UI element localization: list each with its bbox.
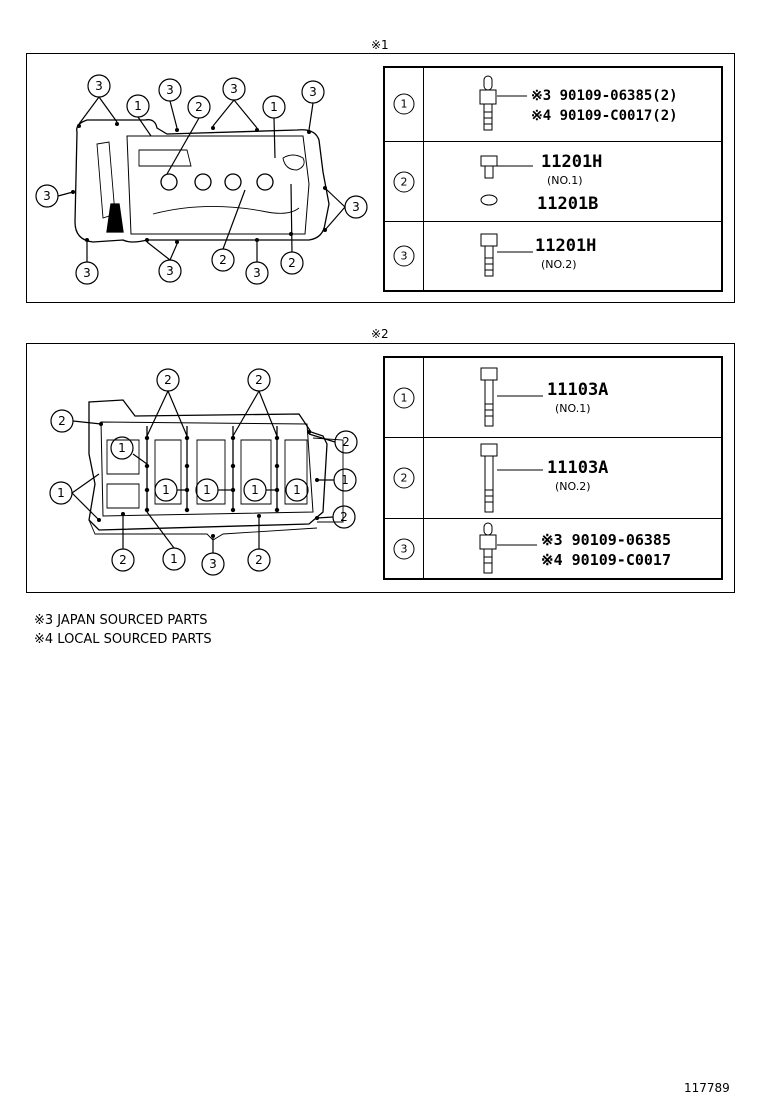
parts-table-1: 1 ※3 90109-06385(2) ※4 90109-C0017(2) 2	[383, 66, 723, 292]
table-row: 3 ※3 90109-06385 ※4 90109-C0017	[385, 518, 721, 578]
cylinder-head-drawing: 2 2 2 2 1 1 1 1 1 1 2 1 2 1 3 2	[49, 368, 358, 576]
callout-label: 2	[340, 510, 348, 524]
callout-label: 3	[230, 82, 238, 96]
callout-label: 3	[209, 557, 217, 571]
callout-label: 1	[170, 552, 178, 566]
part-number: 11103A	[547, 380, 609, 400]
part-number: ※3 90109-06385	[541, 531, 671, 549]
row-number: 1	[401, 392, 408, 405]
callout-label: 1	[203, 483, 211, 497]
callout-label: 3	[166, 83, 174, 97]
callout-label: 3	[352, 200, 360, 214]
callout-label: 2	[219, 253, 227, 267]
callout-label: 2	[195, 100, 203, 114]
callout-label: 3	[43, 189, 51, 203]
callout-label: 1	[251, 483, 259, 497]
part-subtitle: (NO.1)	[555, 402, 591, 415]
section-1-title: ※1	[371, 38, 389, 52]
parts-table-2: 1 11103A (NO.1) 2 11103A	[383, 356, 723, 580]
illustration-reference-number: 117789	[684, 1081, 730, 1095]
callout-label: 2	[164, 373, 172, 387]
callout-label: 2	[255, 373, 263, 387]
callout-label: 3	[83, 266, 91, 280]
callout-label: 2	[119, 553, 127, 567]
callout-label: 3	[166, 264, 174, 278]
section-1-panel: 3 1 3 2 3 1 3 3 3 3 2 3 2 3 1	[26, 53, 735, 303]
stud-bolt-icon	[479, 75, 497, 131]
callout-label: 1	[270, 100, 278, 114]
part-number: 11103A	[547, 458, 609, 478]
callout-label: 2	[58, 414, 66, 428]
table-row: 1 ※3 90109-06385(2) ※4 90109-C0017(2)	[385, 68, 721, 141]
row-number: 3	[401, 250, 408, 263]
part-number: 11201B	[537, 194, 599, 214]
table-row: 2 11201H (NO.1) 11201B	[385, 141, 721, 221]
part-subtitle: (NO.1)	[547, 174, 583, 187]
table-row: 1 11103A (NO.1)	[385, 358, 721, 437]
bolt-icon	[480, 233, 498, 277]
callout-label: 1	[57, 486, 65, 500]
washer-icon	[480, 194, 498, 206]
row-number: 1	[401, 98, 408, 111]
callout-label: 2	[255, 553, 263, 567]
callout-label: 1	[341, 473, 349, 487]
part-subtitle: (NO.2)	[555, 480, 591, 493]
part-number: ※4 90109-C0017(2)	[531, 108, 678, 124]
long-bolt-icon	[480, 443, 498, 513]
callout-label: 2	[342, 435, 350, 449]
part-number: ※4 90109-C0017	[541, 551, 671, 569]
note-japan-sourced: ※3 JAPAN SOURCED PARTS	[34, 613, 208, 628]
part-number: 11201H	[535, 236, 597, 256]
section-2-panel: 2 2 2 2 1 1 1 1 1 1 2 1 2 1 3 2 1	[26, 343, 735, 593]
callout-label: 1	[293, 483, 301, 497]
bolt-icon	[480, 155, 498, 179]
long-bolt-icon	[480, 367, 498, 427]
callout-label: 3	[95, 79, 103, 93]
row-number: 3	[401, 543, 408, 556]
callout-label: 2	[288, 256, 296, 270]
table-row: 2 11103A (NO.2)	[385, 437, 721, 518]
part-subtitle: (NO.2)	[541, 258, 577, 271]
head-cover-drawing: 3 1 3 2 3 1 3 3 3 3 2 3 2 3	[35, 74, 368, 285]
callout-label: 1	[134, 99, 142, 113]
note-local-sourced: ※4 LOCAL SOURCED PARTS	[34, 632, 212, 647]
part-number: 11201H	[541, 152, 603, 172]
section-2-title: ※2	[371, 327, 389, 341]
part-number: ※3 90109-06385(2)	[531, 88, 678, 104]
table-row: 3 11201H (NO.2)	[385, 221, 721, 290]
callout-label: 1	[118, 441, 126, 455]
callout-label: 1	[162, 483, 170, 497]
callout-label: 3	[309, 85, 317, 99]
stud-bolt-icon	[479, 522, 497, 574]
callout-label: 3	[253, 266, 261, 280]
row-number: 2	[401, 472, 408, 485]
row-number: 2	[401, 176, 408, 189]
